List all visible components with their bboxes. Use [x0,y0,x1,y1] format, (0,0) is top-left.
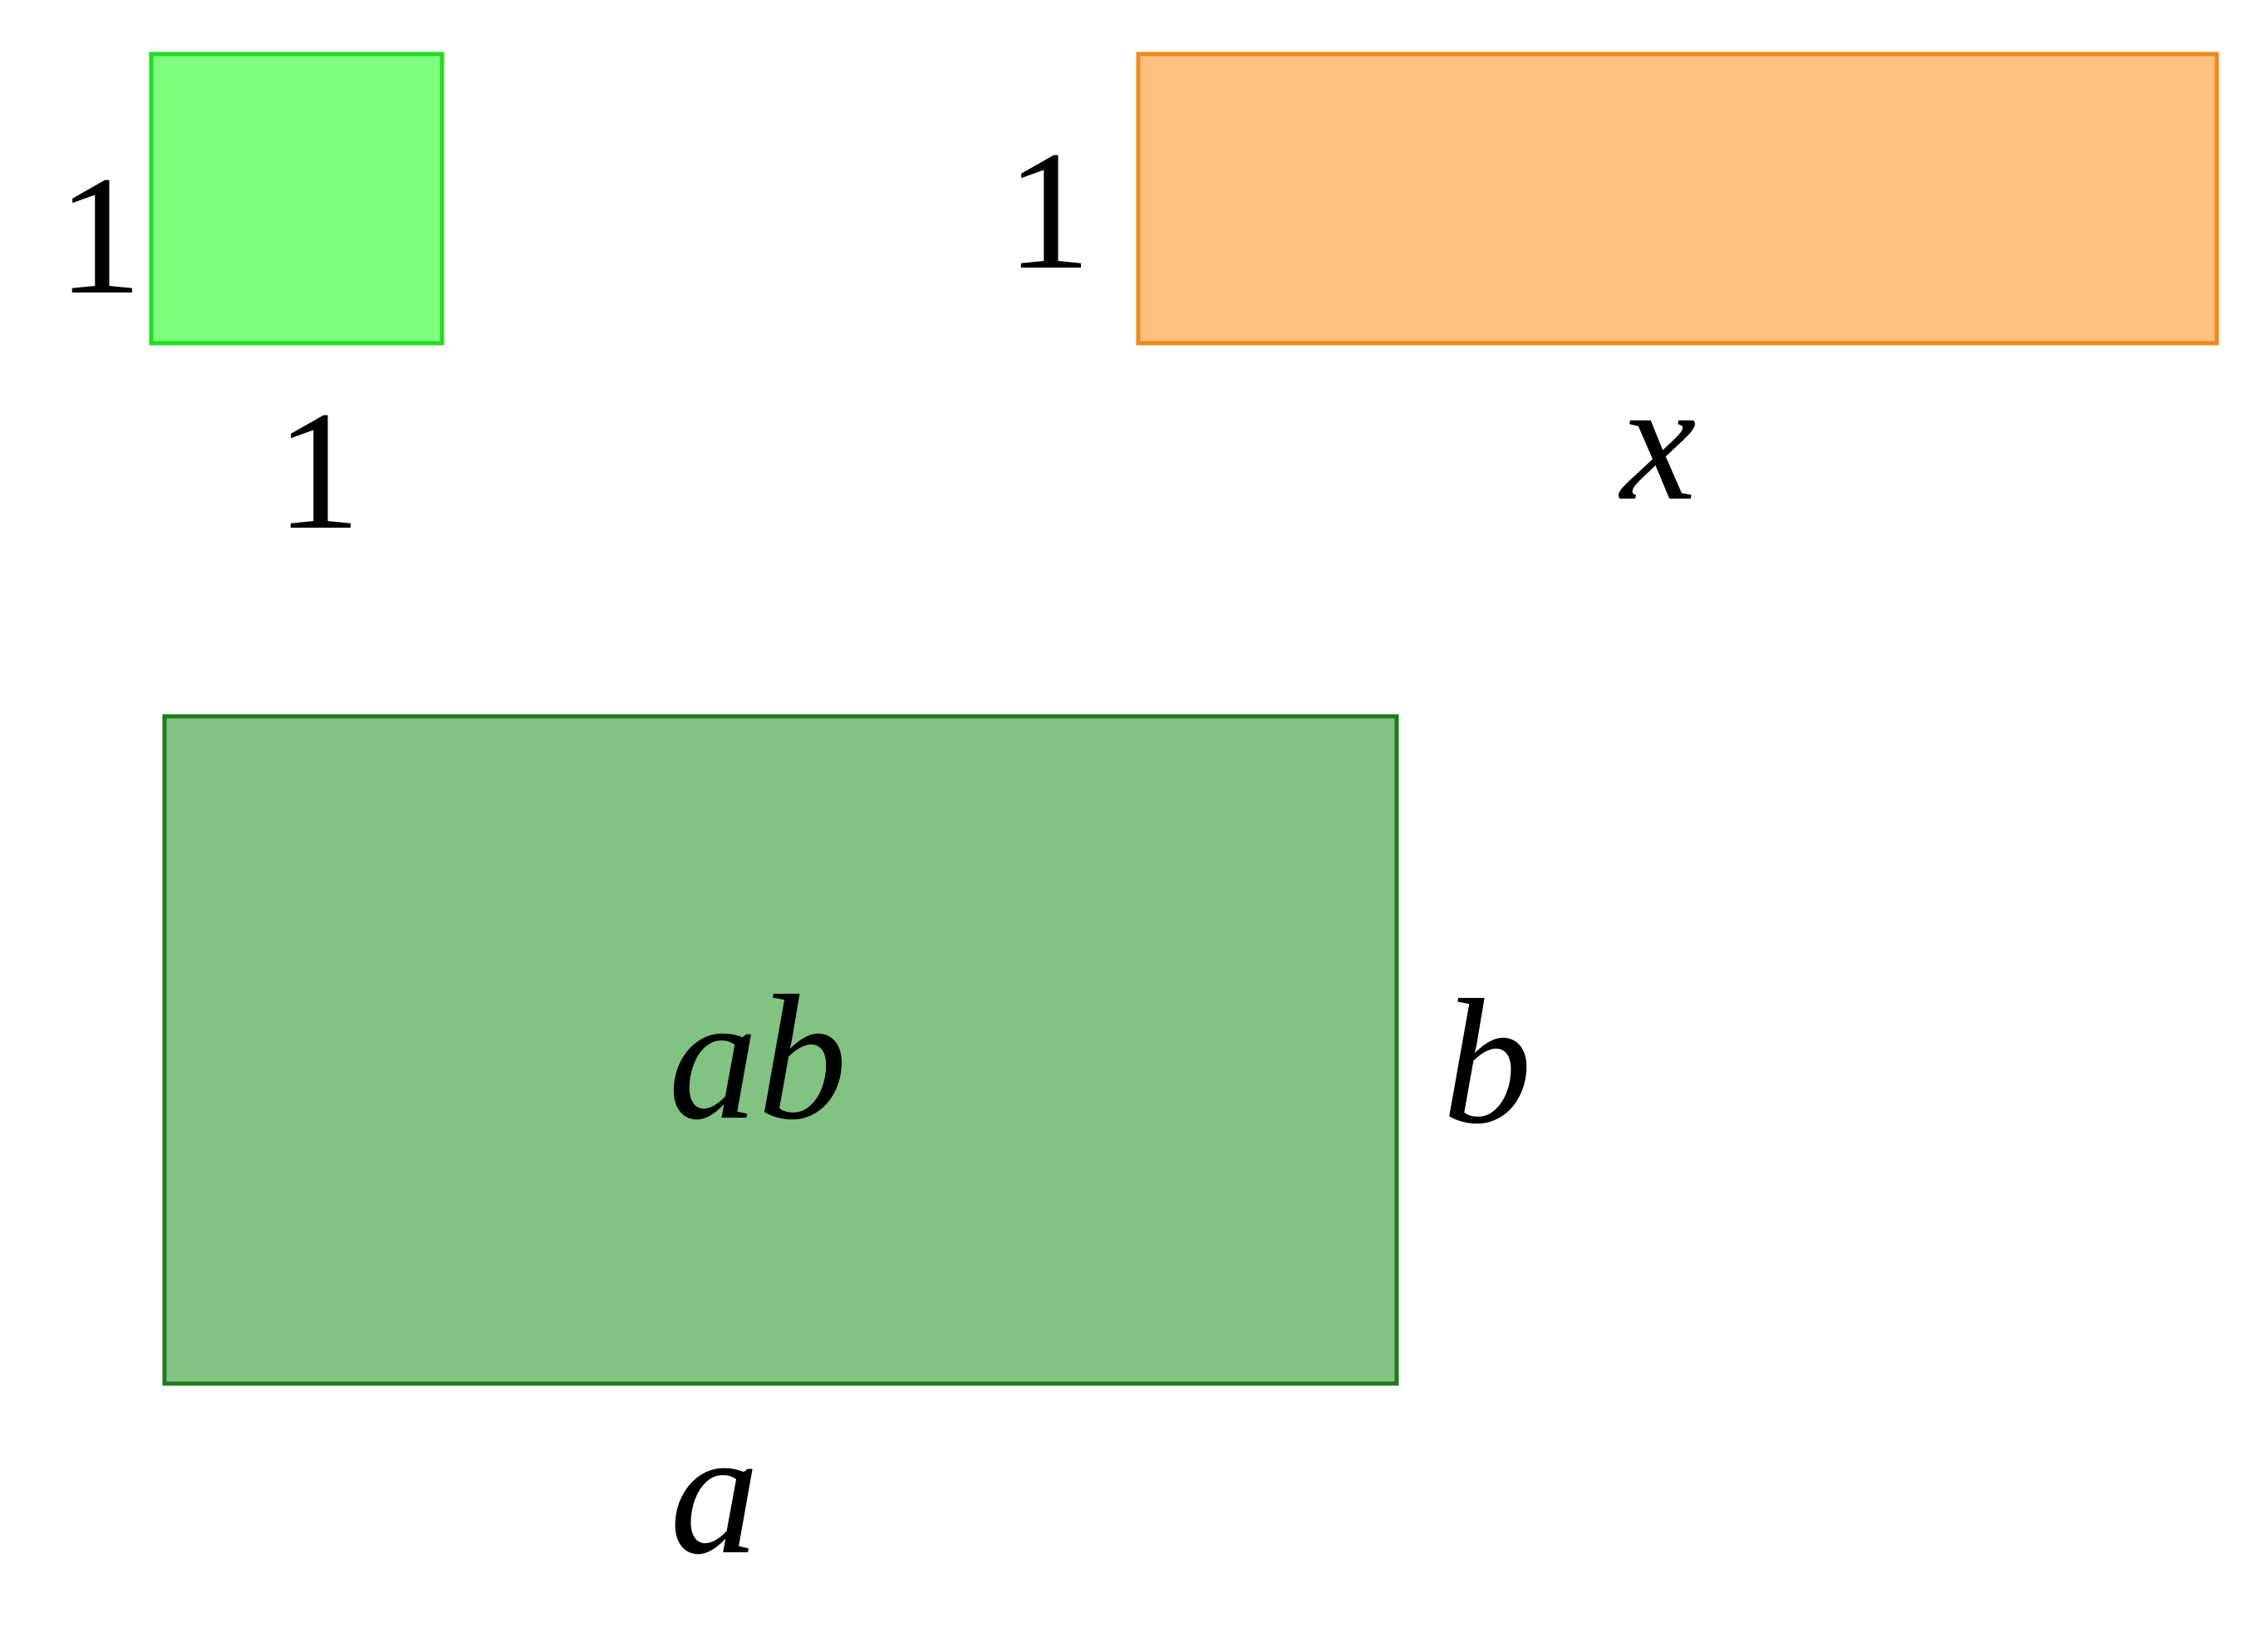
unit-square-side-label: 1 [57,141,143,330]
ab-rectangle: ab b a [162,714,1532,1591]
ab-rect-center-label: ab [669,958,847,1157]
ab-rect-bottom-label: a [670,1393,759,1591]
unit-square-rect [149,52,445,346]
x-tile-side-label: 1 [1006,116,1092,305]
ab-rect [162,714,1399,1386]
ab-rect-side-label: b [1442,962,1532,1161]
x-tile: 1 x [1006,52,2219,536]
unit-square-tile: 1 1 [57,52,445,565]
x-tile-rect [1136,52,2219,346]
x-tile-bottom-label: x [1619,347,1697,536]
unit-square-bottom-label: 1 [276,376,361,565]
